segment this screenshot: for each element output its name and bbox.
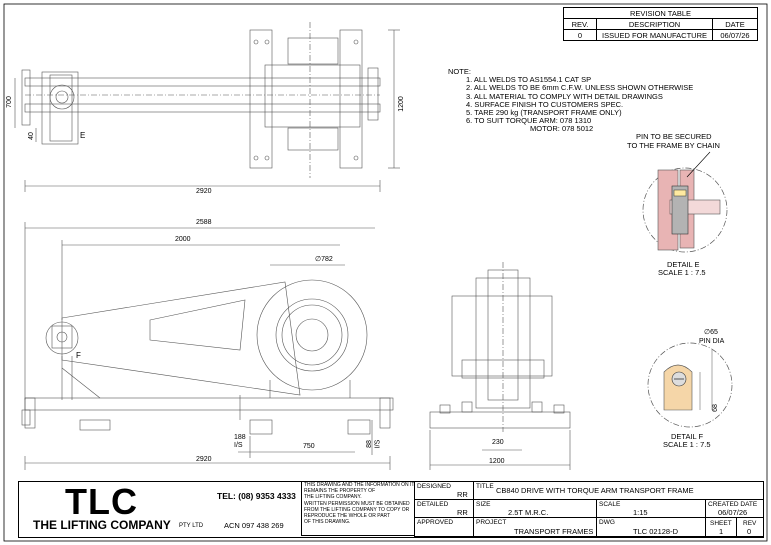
company-suffix: PTY LTD (179, 523, 204, 529)
top-dim-width: 2920 (196, 188, 212, 195)
detail-f-title: DETAIL F (671, 432, 704, 441)
side-dim-2588: 2588 (196, 219, 212, 226)
end-dim-1200: 1200 (489, 458, 505, 465)
note-item: 3. ALL MATERIAL TO COMPLY WITH DETAIL DR… (466, 91, 663, 101)
detail-e-scale: SCALE 1 : 7.5 (658, 268, 706, 277)
date-cell: 06/07/26 (712, 29, 758, 41)
scale-value: 1:15 (633, 508, 648, 517)
side-dim-is: I/S (234, 442, 243, 449)
detail-f-dim-dia: ∅65 (704, 329, 718, 336)
notes-heading: NOTE: (448, 67, 471, 76)
dwg-label: DWG (599, 519, 615, 526)
title-cell: TITLE CB840 DRIVE WITH TORQUE ARM TRANSP… (473, 481, 764, 500)
dwg-value: TLC 02128-D (633, 527, 679, 536)
detailed-label: DETAILED (417, 501, 449, 508)
side-dim-188: 188 (234, 434, 246, 441)
company-acn: ACN 097 438 269 (224, 521, 284, 530)
notes-block: NOTE: 1. ALL WELDS TO AS1554.1 CAT SP 2.… (448, 67, 694, 134)
note-item: MOTOR: 078 5012 (530, 124, 594, 134)
end-dim-230: 230 (492, 439, 504, 446)
detail-e-callout: TO THE FRAME BY CHAIN (627, 141, 720, 150)
side-dim-2000: 2000 (175, 236, 191, 243)
company-name: THE LIFTING COMPANY (33, 518, 171, 532)
side-dim-88: 88 (365, 440, 373, 448)
approved-cell: APPROVED (414, 517, 474, 537)
created-label: CREATED DATE (708, 501, 758, 508)
detail-f-scale: SCALE 1 : 7.5 (663, 440, 711, 449)
size-value: 2.5T M.R.C. (508, 508, 549, 517)
title-label: TITLE (476, 483, 494, 490)
drawing-title: CB840 DRIVE WITH TORQUE ARM TRANSPORT FR… (496, 486, 694, 495)
top-dim-40: 40 (27, 132, 35, 140)
disclaimer-line: OF THIS DRAWING. (304, 519, 351, 525)
description-header: DESCRIPTION (596, 18, 713, 30)
top-dim-700: 700 (5, 96, 13, 108)
detailed-value: RR (457, 508, 468, 517)
disclaimer-line: WRITTEN PERMISSION MUST BE OBTAINED (304, 501, 410, 507)
top-view (14, 22, 400, 192)
detail-f-dim-68: 68 (711, 404, 719, 412)
date-header: DATE (712, 18, 758, 30)
detail-e-title: DETAIL E (667, 260, 700, 269)
note-item: 1. ALL WELDS TO AS1554.1 CAT SP (466, 75, 592, 85)
end-view (429, 262, 571, 470)
disclaimer-line: REPRODUCE THE WHOLE OR PART (304, 513, 391, 519)
title-block: TLC THE LIFTING COMPANY PTY LTD TEL: (08… (18, 481, 764, 538)
detail-e (642, 151, 728, 253)
size-label: SIZE (476, 501, 491, 508)
note-item: 6. TO SUIT TORQUE ARM: 078 1310 (466, 116, 592, 126)
rev-header: REV. (563, 18, 597, 30)
project-cell: PROJECT TRANSPORT FRAMES (473, 517, 597, 537)
description-cell: ISSUED FOR MANUFACTURE (596, 29, 713, 41)
disclaimer-cell: THIS DRAWING AND THE INFORMATION ON IT R… (301, 481, 415, 536)
scale-label: SCALE (599, 501, 621, 508)
rev-value: 0 (747, 527, 752, 536)
detail-e-marker: E (80, 131, 86, 140)
sheet-label: SHEET (710, 520, 732, 527)
created-value: 06/07/26 (718, 508, 748, 517)
detailed-cell: DETAILED RR (414, 499, 474, 518)
disclaimer-line: THE LIFTING COMPANY. (304, 494, 362, 500)
note-item: 5. TARE 290 kg (TRANSPORT FRAME ONLY) (466, 108, 622, 118)
revision-table-title: REVISION TABLE (563, 7, 758, 19)
scale-cell: SCALE 1:15 (596, 499, 706, 518)
designed-value: RR (457, 490, 468, 499)
disclaimer-line: REMAINS THE PROPERTY OF (304, 488, 376, 494)
company-phone: TEL: (08) 9353 4333 (217, 491, 296, 501)
size-cell: SIZE 2.5T M.R.C. (473, 499, 597, 518)
side-dim-2920: 2920 (196, 456, 212, 463)
detail-f-marker: F (76, 351, 81, 360)
rev-cell: 0 (563, 29, 597, 41)
note-item: 4. SURFACE FINISH TO CUSTOMERS SPEC. (466, 99, 624, 109)
company-logo: TLC (65, 481, 138, 522)
rev-cell-tb: REV 0 (736, 517, 764, 537)
side-dim-is: I/S (374, 439, 382, 449)
project-value: TRANSPORT FRAMES (514, 527, 594, 536)
designed-cell: DESIGNED RR (414, 481, 474, 500)
side-dim-750: 750 (303, 443, 315, 450)
approved-label: APPROVED (417, 519, 454, 526)
disclaimer-line: THIS DRAWING AND THE INFORMATION ON IT (304, 482, 415, 488)
created-cell: CREATED DATE 06/07/26 (705, 499, 764, 518)
revision-table: REVISION TABLE REV. DESCRIPTION DATE 0 I… (563, 7, 758, 41)
detail-f (647, 342, 733, 428)
sheet-cell: SHEET 1 (705, 517, 737, 537)
rev-label: REV (743, 520, 757, 527)
project-label: PROJECT (476, 519, 507, 526)
side-view (21, 222, 394, 470)
designed-label: DESIGNED (417, 483, 451, 490)
disclaimer-line: FROM THE LIFTING COMPANY TO COPY OR (304, 507, 410, 513)
detail-e-callout: PIN TO BE SECURED (636, 132, 712, 141)
note-item: 2. ALL WELDS TO BE 6mm C.F.W. UNLESS SHO… (466, 83, 694, 93)
dwg-cell: DWG TLC 02128-D (596, 517, 706, 537)
detail-f-pin-dia: PIN DIA (699, 338, 725, 345)
top-dim-1200: 1200 (397, 96, 405, 112)
sheet-value: 1 (719, 527, 724, 536)
side-dim-782: ∅782 (315, 256, 333, 263)
